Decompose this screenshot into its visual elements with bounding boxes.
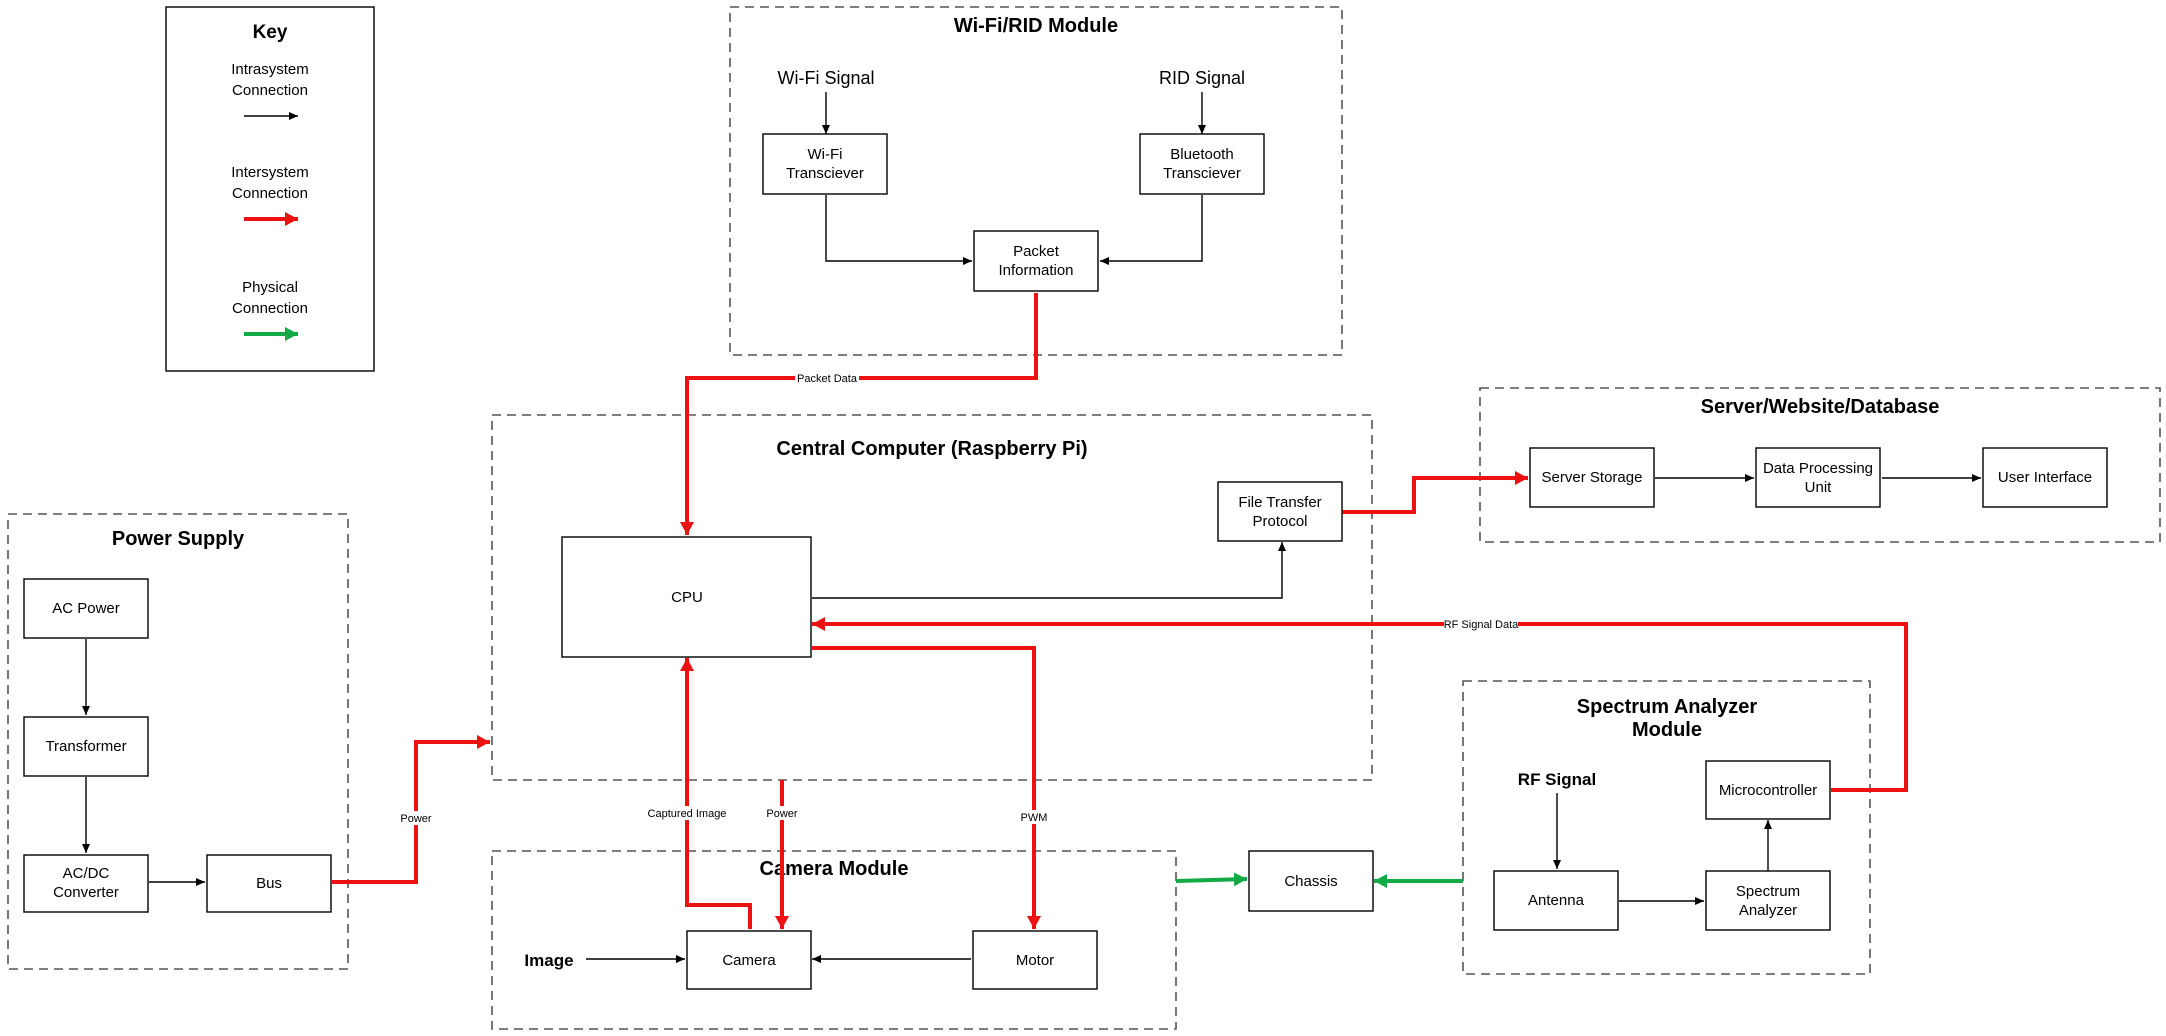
- block-motor: Motor: [972, 930, 1098, 990]
- svg-text:Packet: Packet: [1013, 243, 1060, 260]
- svg-text:Analyzer: Analyzer: [1739, 902, 1797, 919]
- svg-text:Microcontroller: Microcontroller: [1719, 782, 1817, 799]
- block-server-storage: Server Storage: [1529, 447, 1655, 508]
- svg-text:Transciever: Transciever: [1163, 165, 1241, 182]
- svg-text:Antenna: Antenna: [1528, 892, 1585, 909]
- svg-text:Physical: Physical: [242, 279, 298, 296]
- power-camera-label: Power: [766, 808, 798, 820]
- svg-text:CPU: CPU: [671, 589, 703, 606]
- svg-text:File Transfer: File Transfer: [1238, 494, 1321, 511]
- module-title: Wi-Fi/RID Module: [954, 15, 1118, 37]
- svg-text:Connection: Connection: [232, 300, 308, 317]
- block-bluetooth-transceiver: Bluetooth Transciever: [1139, 133, 1265, 195]
- rf-signal-data-label: RF Signal Data: [1444, 619, 1519, 631]
- legend-intersystem: Intersystem Connection: [231, 164, 309, 226]
- svg-text:AC Power: AC Power: [52, 600, 120, 617]
- camera-module-to-chassis-arrow: [1175, 872, 1248, 887]
- module-title: Spectrum Analyzer: [1577, 696, 1758, 718]
- svg-text:Intrasystem: Intrasystem: [231, 61, 309, 78]
- block-bus: Bus: [206, 854, 332, 913]
- svg-text:Connection: Connection: [232, 82, 308, 99]
- module-title: Camera Module: [760, 858, 909, 880]
- module-title: Power Supply: [112, 528, 245, 550]
- module-title: Module: [1632, 719, 1702, 741]
- svg-text:Spectrum: Spectrum: [1736, 883, 1800, 900]
- module-camera: Camera Module: [491, 850, 1177, 1030]
- svg-text:Data Processing: Data Processing: [1763, 460, 1873, 477]
- legend-physical: Physical Connection: [232, 279, 308, 341]
- block-acdc-converter: AC/DC Converter: [23, 854, 149, 913]
- cpu-to-ftp-arrow: [812, 542, 1286, 599]
- physical-connections: [1175, 872, 1463, 888]
- svg-text:Converter: Converter: [53, 884, 119, 901]
- svg-text:Chassis: Chassis: [1284, 873, 1337, 890]
- packet-data-arrow: [680, 293, 1038, 535]
- block-spectrum-analyzer: Spectrum Analyzer: [1705, 870, 1831, 931]
- svg-text:Motor: Motor: [1016, 952, 1054, 969]
- svg-text:Transformer: Transformer: [45, 738, 126, 755]
- svg-text:Camera: Camera: [722, 952, 776, 969]
- module-title: Server/Website/Database: [1701, 396, 1940, 418]
- block-camera: Camera: [686, 930, 812, 990]
- module-spectrum-analyzer: Spectrum Analyzer Module: [1462, 680, 1871, 975]
- packet-data-label: Packet Data: [797, 373, 858, 385]
- module-server: Server/Website/Database: [1479, 387, 2161, 543]
- power-bus-label: Power: [400, 813, 432, 825]
- svg-text:Bus: Bus: [256, 875, 282, 892]
- block-ac-power: AC Power: [23, 578, 149, 639]
- block-antenna: Antenna: [1493, 870, 1619, 931]
- edge-labels: Packet Data RF Signal Data Power Capture…: [399, 371, 1519, 825]
- image-signal-label: Image: [524, 951, 573, 970]
- svg-text:Server Storage: Server Storage: [1542, 469, 1643, 486]
- legend-intrasystem: Intrasystem Connection: [231, 61, 309, 120]
- wifi-signal-label: Wi-Fi Signal: [777, 68, 874, 88]
- block-file-transfer-protocol: File Transfer Protocol: [1217, 481, 1343, 542]
- block-cpu: CPU: [561, 536, 812, 658]
- block-data-processing-unit: Data Processing Unit: [1755, 447, 1881, 508]
- svg-text:Bluetooth: Bluetooth: [1170, 146, 1233, 163]
- intrasystem-connections: [82, 92, 1981, 963]
- module-power-supply: Power Supply: [7, 513, 349, 970]
- legend-title: Key: [253, 22, 288, 43]
- svg-text:Unit: Unit: [1805, 479, 1833, 496]
- module-title: Central Computer (Raspberry Pi): [776, 438, 1087, 460]
- rf-signal-label: RF Signal: [1518, 770, 1596, 789]
- captured-image-arrow: [680, 658, 752, 929]
- pwm-label: PWM: [1021, 812, 1048, 824]
- block-packet-information: Packet Information: [973, 230, 1099, 292]
- rf-signal-data-arrow: [812, 617, 1908, 792]
- legend-key: Key Intrasystem Connection Intersystem C…: [165, 6, 375, 372]
- block-microcontroller: Microcontroller: [1705, 760, 1831, 820]
- block-chassis: Chassis: [1248, 850, 1374, 912]
- svg-text:Intersystem: Intersystem: [231, 164, 309, 181]
- block-transformer: Transformer: [23, 716, 149, 777]
- svg-text:Information: Information: [998, 262, 1073, 279]
- block-user-interface: User Interface: [1982, 447, 2108, 508]
- svg-text:Protocol: Protocol: [1252, 513, 1307, 530]
- captured-image-label: Captured Image: [648, 808, 727, 820]
- svg-text:Transciever: Transciever: [786, 165, 864, 182]
- wifi-to-packet-arrow: [825, 195, 972, 265]
- svg-text:AC/DC: AC/DC: [63, 865, 110, 882]
- svg-text:User Interface: User Interface: [1998, 469, 2092, 486]
- pwm-arrow: [812, 646, 1041, 929]
- intersystem-connections: [332, 293, 1908, 929]
- rid-signal-label: RID Signal: [1159, 68, 1245, 88]
- svg-text:Connection: Connection: [232, 185, 308, 202]
- svg-text:Wi-Fi: Wi-Fi: [808, 146, 843, 163]
- ftp-to-server-arrow: [1342, 471, 1528, 514]
- block-wifi-transceiver: Wi-Fi Transciever: [762, 133, 888, 195]
- bt-to-packet-arrow: [1100, 195, 1203, 265]
- module-central-computer: Central Computer (Raspberry Pi): [491, 414, 1373, 781]
